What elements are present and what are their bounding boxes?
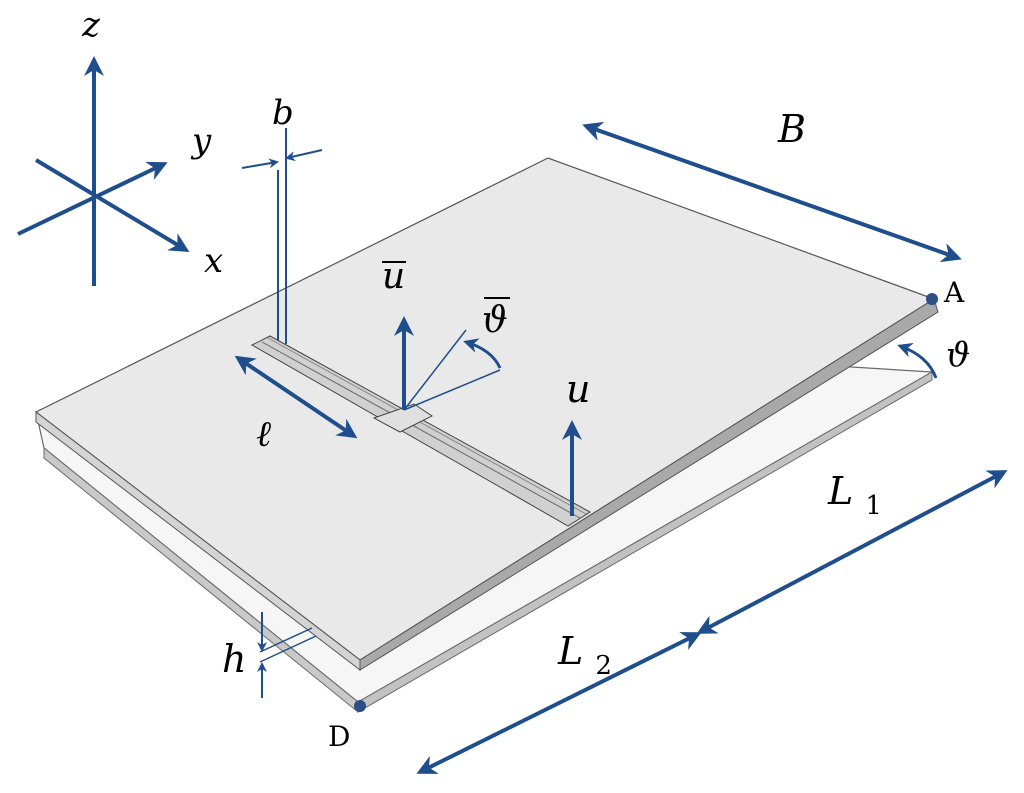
center-load: u ϑ [382,256,510,411]
B-dimension: B [582,107,962,263]
x-axis [34,158,190,253]
L-dimension: L 1 L 2 [416,469,1008,774]
theta-rotation: ϑ [897,335,970,379]
b-label: b [272,93,294,133]
theta-label: ϑ [946,335,970,375]
point-A [926,293,938,305]
x-label: x [204,241,223,281]
y-label: y [190,121,212,161]
ell-dimension: ℓ [234,355,358,455]
theta-bar-label: ϑ [482,300,508,341]
u-bar-label: u [382,256,405,297]
y-axis [17,161,168,236]
L2-label: L 2 [557,629,612,681]
L2-arrow [416,632,702,774]
b-dimension: b [241,93,323,344]
B-label: B [777,107,806,151]
upper-plate-right-edge [359,298,939,671]
slot-block [372,403,433,433]
h-dimension: h [222,612,317,698]
end-load: u [562,367,590,516]
ell-label: ℓ [256,414,271,455]
L2-subscript: 2 [595,651,612,681]
upper-plate [34,157,939,672]
D-label: D [328,720,350,753]
b-arrow-left [241,158,279,169]
L1-arrow [696,470,1008,634]
coordinate-axes: z y x [17,5,223,286]
h-label: h [222,637,246,681]
z-label: z [81,5,101,45]
A-label: A [943,276,965,309]
u-label: u [566,367,590,411]
b-arrow-right [285,149,323,162]
L1-subscript: 1 [865,491,882,521]
L1-label: L 1 [827,469,882,521]
point-D [354,700,366,712]
